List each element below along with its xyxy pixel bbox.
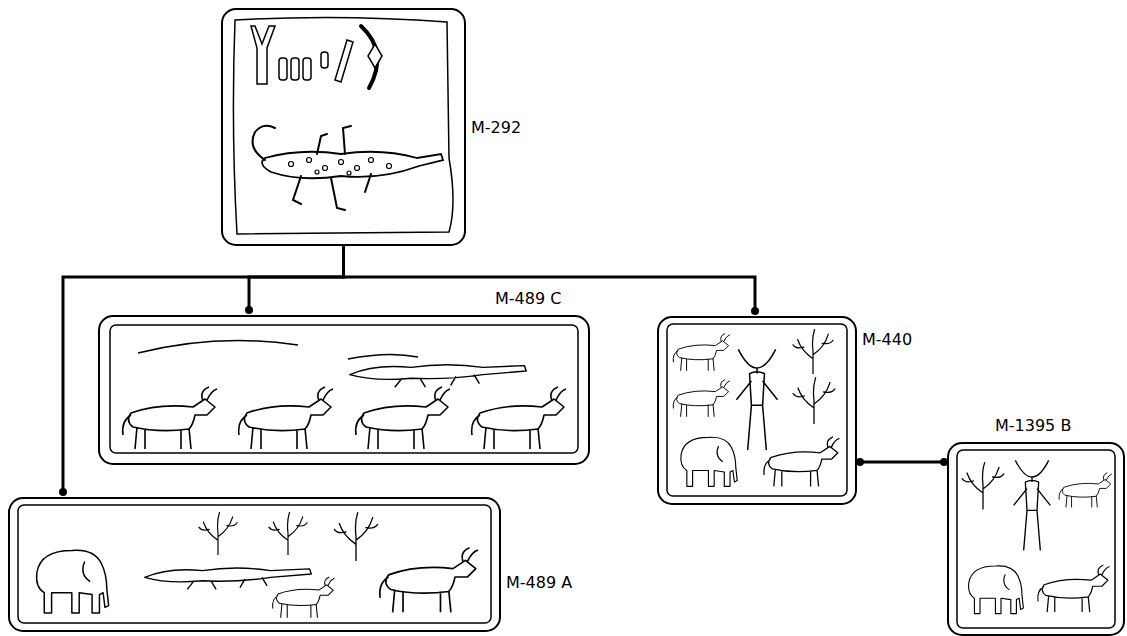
script-stroke	[321, 52, 328, 68]
crocodile-spots	[289, 158, 392, 176]
animal	[239, 387, 333, 449]
seal-illustration	[221, 8, 466, 246]
seal-edge	[957, 450, 1115, 628]
connector	[856, 458, 948, 466]
seal-node: M-292	[221, 8, 466, 246]
animal	[472, 387, 566, 449]
relief-line	[138, 341, 418, 360]
branch	[269, 512, 307, 555]
script-stroke	[279, 58, 287, 80]
seal-frame	[222, 9, 465, 245]
horned-figure	[736, 349, 777, 450]
connector-dot	[59, 488, 67, 496]
crocodile-limbs	[253, 126, 371, 210]
animal	[673, 334, 730, 371]
script-sign	[335, 40, 353, 82]
seal-label: M-292	[469, 119, 523, 137]
seal-label: M-1395 B	[993, 417, 1073, 435]
connector-line	[344, 246, 756, 311]
animal	[273, 577, 335, 618]
spot	[369, 158, 374, 163]
seal-label: M-440	[860, 331, 914, 349]
seal-node: M-440	[657, 316, 857, 505]
connector	[245, 246, 344, 314]
connector-line	[860, 461, 944, 464]
connector	[344, 246, 760, 315]
seal-frame	[948, 443, 1124, 635]
tablet-frame	[99, 316, 589, 464]
script-stroke	[303, 58, 311, 80]
animal	[1038, 565, 1110, 612]
spot	[355, 166, 360, 171]
script-stroke	[291, 58, 299, 80]
script-sign	[368, 44, 382, 68]
script-sign	[251, 26, 275, 84]
connector-dot	[245, 306, 253, 314]
branch	[199, 512, 237, 555]
seal-illustration	[657, 316, 857, 505]
branch	[962, 463, 1004, 509]
horned-figure	[1014, 460, 1051, 550]
connector-line	[63, 246, 344, 492]
connector-dot	[856, 458, 864, 466]
animal	[764, 437, 839, 487]
spot	[307, 158, 312, 163]
tablet-illustration	[98, 315, 590, 465]
seal-node: M-1395 B	[947, 442, 1125, 636]
spot	[323, 166, 328, 171]
branch	[334, 513, 377, 561]
spot	[347, 171, 351, 175]
connector-dot	[751, 307, 759, 315]
seal-node: M-489 C	[98, 315, 590, 465]
crocodile	[145, 568, 312, 589]
seal-label: M-489 C	[493, 290, 563, 308]
tablet-frame	[9, 498, 500, 631]
crocodile	[350, 365, 526, 388]
seal-illustration	[947, 442, 1125, 636]
animal	[1059, 473, 1112, 508]
spot	[289, 162, 294, 167]
tablet-illustration	[8, 497, 501, 632]
branch	[793, 330, 833, 374]
crocodile-body	[262, 152, 443, 179]
tablet-edge	[18, 505, 491, 623]
seal-node: M-489 A	[8, 497, 501, 632]
spot	[339, 160, 344, 165]
elephant	[37, 550, 109, 613]
seal-frame	[658, 317, 856, 504]
tablet-edge	[110, 325, 578, 453]
animal	[673, 380, 730, 417]
animal	[123, 387, 217, 449]
animal	[356, 387, 450, 449]
spot	[315, 170, 319, 174]
elephant	[681, 437, 737, 486]
seal-edge	[667, 324, 847, 496]
connector	[59, 246, 344, 496]
spot	[387, 164, 392, 169]
seal-edge	[233, 17, 453, 234]
animal	[380, 548, 478, 612]
elephant	[969, 566, 1024, 614]
branch	[793, 378, 835, 424]
seal-label: M-489 A	[504, 574, 574, 592]
connector-dot	[940, 458, 948, 466]
